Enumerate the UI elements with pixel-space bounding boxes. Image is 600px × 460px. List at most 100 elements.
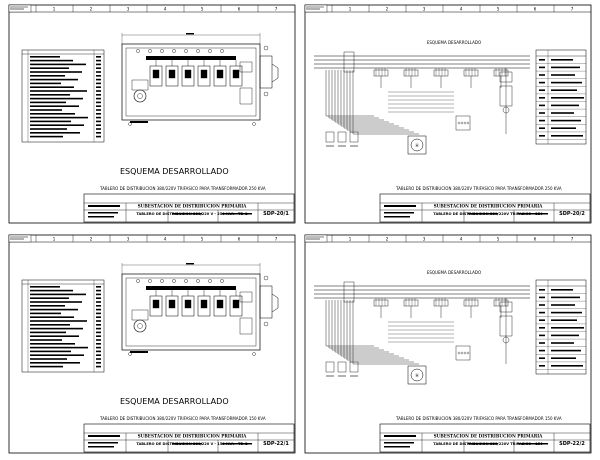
- grid-number-label: 5: [201, 7, 204, 12]
- title-block-text-mark: [384, 435, 416, 437]
- terminal-circle: [184, 279, 188, 283]
- grid-number-label: 2: [386, 237, 389, 242]
- component-item-text: [551, 119, 581, 122]
- breaker-handle: [152, 299, 160, 309]
- legend-item-qty: [96, 56, 101, 58]
- legend-item-text: [30, 308, 78, 311]
- relay-contact: [463, 351, 467, 355]
- drawing-code: SDP-22/2: [559, 441, 585, 447]
- panel-enclosure: [121, 273, 261, 351]
- title-block-subtitle: TABLERO DE DISTRIBUCION 380/220V TRIFASI…: [433, 442, 543, 446]
- component-item-code: [539, 74, 545, 76]
- breaker-handle: [184, 299, 192, 309]
- legend-item-qty: [96, 331, 101, 334]
- drawing-subtitle: TABLERO DE DISTRIBUCION 380/220V TRIFASI…: [395, 416, 562, 421]
- component-item-code: [539, 112, 545, 114]
- energy-meter-symbol: H: [415, 143, 418, 148]
- terminal-circle: [172, 279, 176, 283]
- legend-item-qty: [96, 293, 101, 296]
- component-item-code: [539, 81, 545, 84]
- legend-item-text: [30, 324, 70, 326]
- contactor: [325, 361, 335, 373]
- contactor: [325, 131, 335, 143]
- relay-block: [455, 345, 471, 361]
- energy-meter: [407, 135, 427, 155]
- contactor: [337, 131, 347, 143]
- component-table: [535, 49, 587, 145]
- grid-number-label: 4: [460, 237, 463, 242]
- title-block-text-mark: [172, 213, 202, 215]
- title-block-title: SUBESTACION DE DISTRIBUCION PRIMARIA: [434, 204, 544, 209]
- title-block-text-mark: [384, 442, 414, 444]
- grid-number-label: 1: [349, 7, 352, 12]
- legend-item-text: [30, 327, 83, 330]
- terminal-circle: [196, 49, 200, 53]
- terminal-circle: [148, 279, 152, 283]
- dimension-value-mark: [186, 263, 194, 265]
- legend-item-text: [30, 82, 61, 85]
- legend-item-text: [30, 124, 84, 126]
- component-item-text: [551, 66, 580, 69]
- legend-item-text: [30, 286, 60, 288]
- title-block-title: SUBESTACION DE DISTRIBUCION PRIMARIA: [138, 434, 248, 439]
- legend-item-qty: [96, 113, 101, 115]
- legend-item-text: [30, 301, 82, 303]
- legend-item-text: [30, 101, 66, 104]
- legend-item-text: [30, 305, 65, 307]
- title-block-subtitle: TABLERO DE DISTRIBUCION 380/220 V - 250 …: [136, 212, 248, 216]
- aux-device: [239, 87, 253, 105]
- grid-number-label: 1: [53, 237, 56, 242]
- legend-item-text: [30, 90, 87, 92]
- legend-item-qty: [96, 120, 101, 123]
- legend-item-qty: [96, 358, 101, 360]
- legend-item-text: [30, 354, 84, 356]
- grid-number-label: 7: [571, 237, 574, 242]
- title-block-text-mark: [88, 205, 120, 207]
- bus-bar: [146, 56, 236, 60]
- terminal-circle: [196, 279, 200, 283]
- aux-device: [239, 291, 253, 303]
- legend-item-qty: [96, 67, 101, 69]
- legend-table: [21, 279, 105, 373]
- relay-contact: [463, 121, 467, 125]
- grid-number-label: 5: [497, 237, 500, 242]
- terminal-circle: [160, 279, 164, 283]
- grid-number-label: 7: [275, 237, 278, 242]
- contactor: [349, 131, 359, 143]
- breaker-handle: [232, 69, 240, 79]
- legend-item-qty: [96, 346, 101, 349]
- drawing-subtitle: TABLERO DE DISTRIBUCION 380/220V TRIFASI…: [395, 186, 562, 191]
- legend-item-text: [30, 86, 74, 88]
- grid-number-label: 5: [201, 237, 204, 242]
- legend-item-text: [30, 365, 63, 368]
- component-item-text: [551, 97, 584, 99]
- legend-item-qty: [96, 86, 101, 88]
- legend-item-qty: [96, 124, 101, 126]
- grid-number-label: 2: [90, 237, 93, 242]
- grid-number-label: 2: [90, 7, 93, 12]
- component-item-text: [551, 365, 583, 367]
- component-item-text: [551, 304, 575, 306]
- grid-number-label: 6: [238, 237, 241, 242]
- legend-item-text: [30, 116, 88, 119]
- side-gland: [263, 45, 269, 51]
- drawing-subtitle: TABLERO DE DISTRIBUCION 380/220V TRIFASI…: [99, 416, 266, 421]
- legend-item-text: [30, 67, 69, 69]
- drawing-code: SDP-22/1: [263, 441, 289, 447]
- legend-item-text: [30, 56, 60, 58]
- breaker-handle: [200, 69, 208, 79]
- meter-center: [137, 93, 143, 99]
- legend-item-qty: [96, 343, 101, 345]
- grid-number-label: 2: [386, 7, 389, 12]
- breaker-handle: [168, 299, 176, 309]
- legend-item-text: [30, 97, 83, 100]
- legend-item-text: [30, 135, 63, 138]
- drawing-caption: ESQUEMA DESARROLLADO: [427, 270, 481, 275]
- main-switch: [131, 309, 149, 321]
- terminal-circle: [136, 279, 140, 283]
- legend-item-text: [30, 297, 69, 299]
- aux-device: [239, 317, 253, 335]
- drawing-caption: ESQUEMA DESARROLLADO: [120, 167, 229, 176]
